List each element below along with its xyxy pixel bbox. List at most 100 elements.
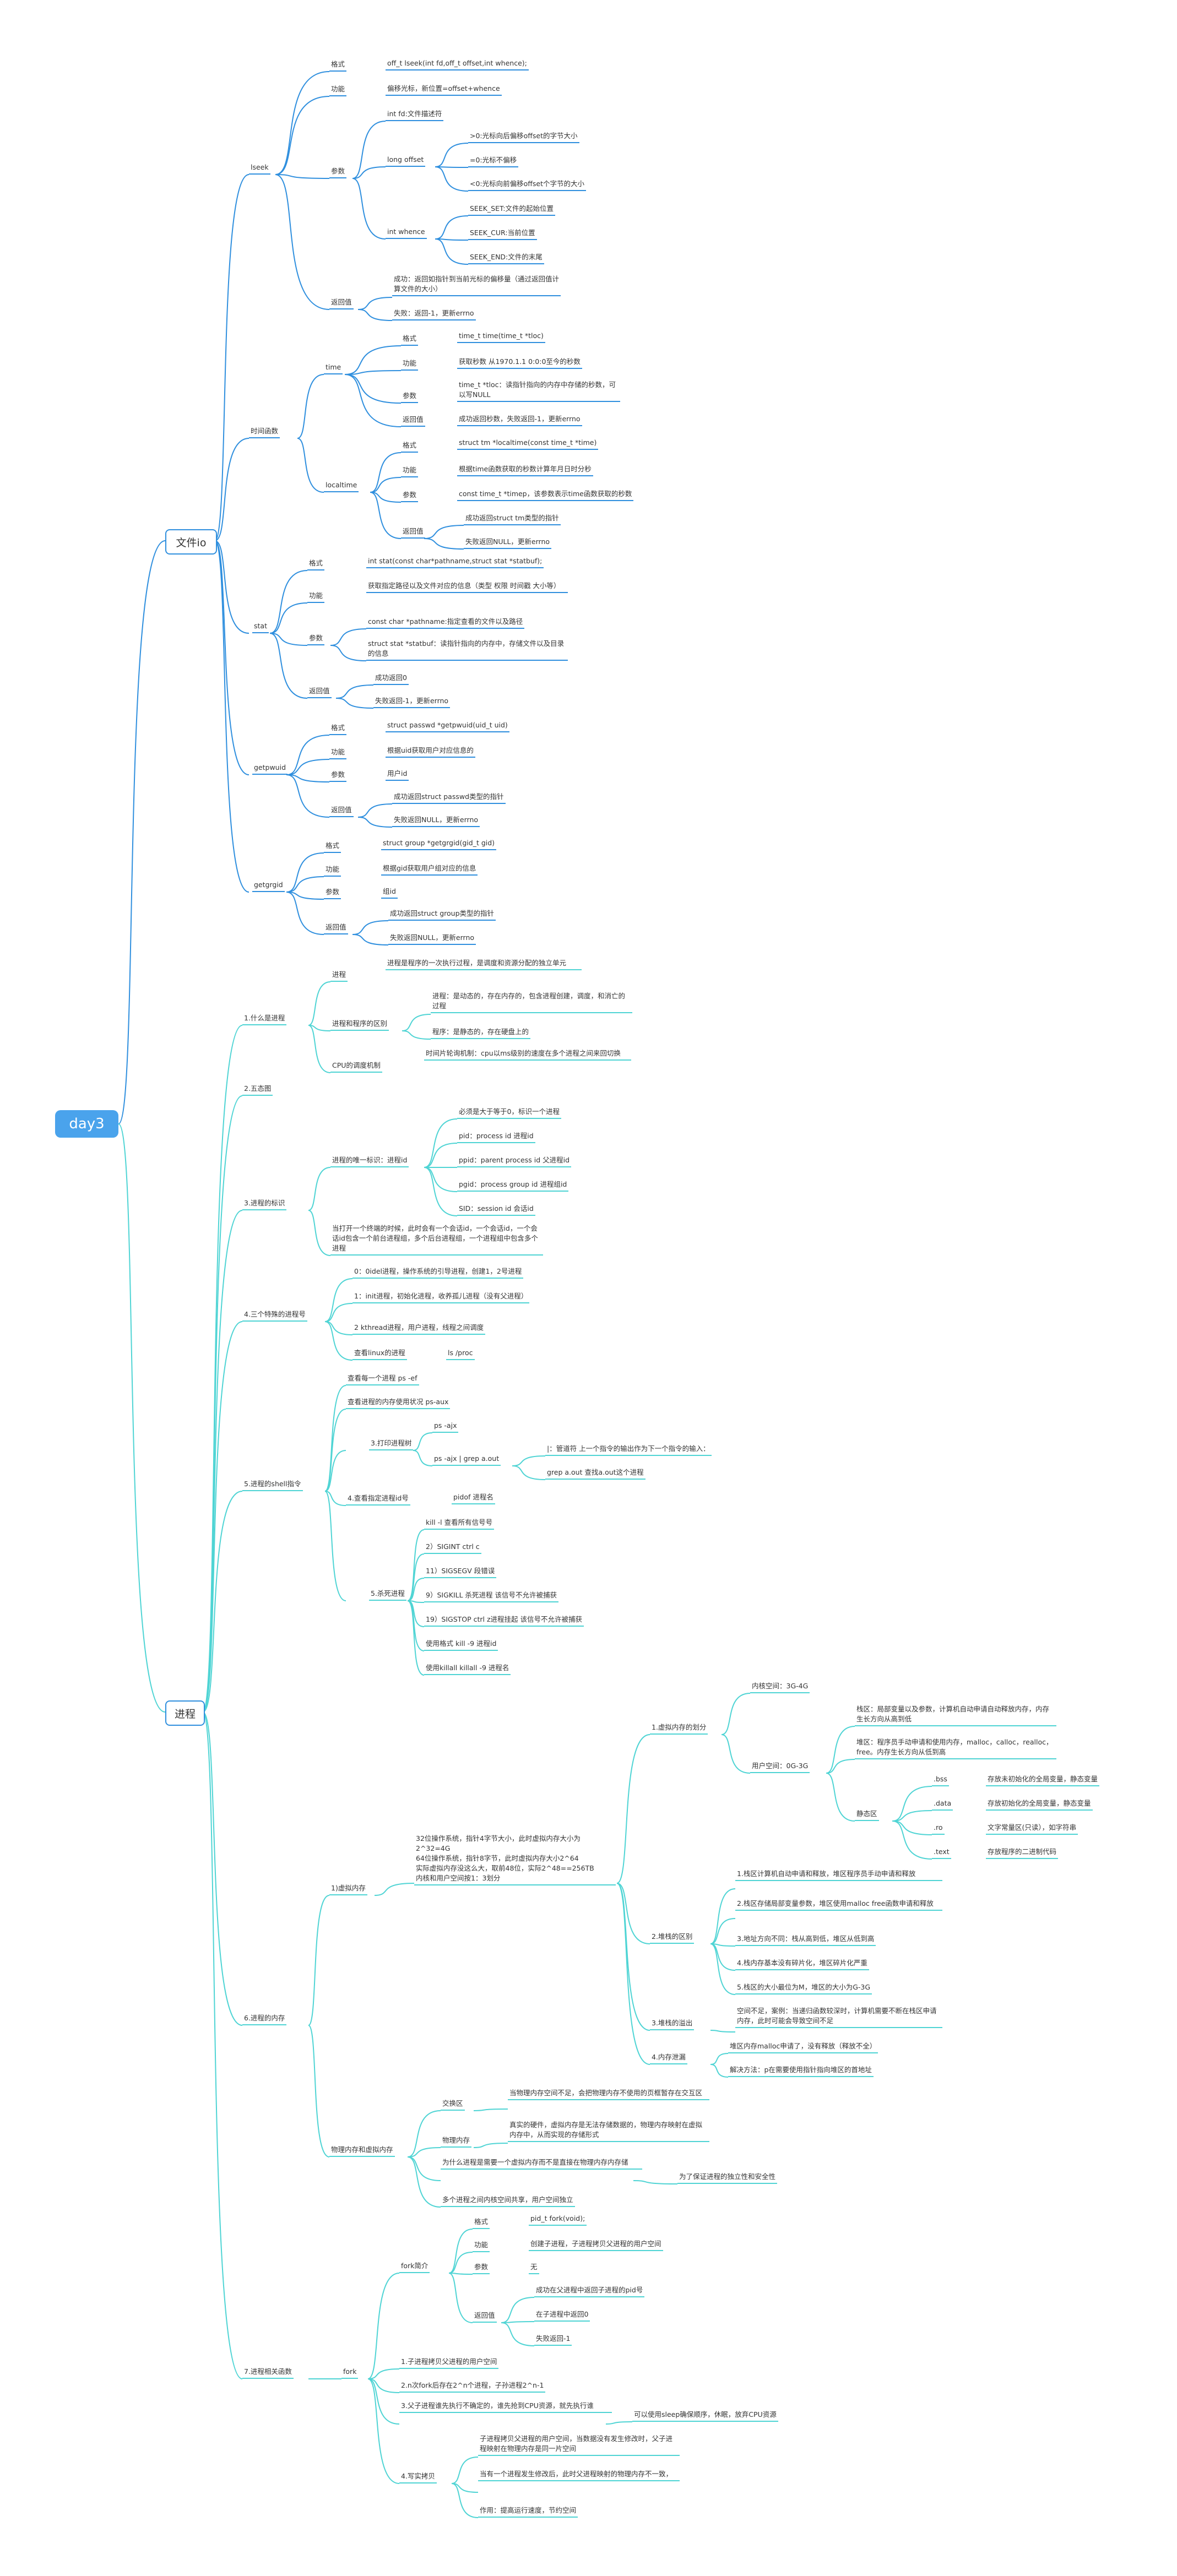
s6-static-label[interactable]: 静态区 — [855, 1809, 879, 1821]
s6-user-label[interactable]: 用户空间：0G-3G — [750, 1761, 810, 1773]
s1-cpu-label[interactable]: CPU的调度机制 — [330, 1061, 382, 1073]
s7-ret-label[interactable]: 返回值 — [473, 2311, 497, 2323]
connector-line — [435, 238, 469, 241]
connector-line — [324, 1321, 353, 1335]
s6-phys-virt-label[interactable]: 物理内存和虚拟内存 — [329, 2145, 395, 2157]
s2-five-state[interactable]: 2.五态图 — [242, 1084, 273, 1096]
connector-line — [324, 1321, 353, 1361]
time-func-label[interactable]: 功能 — [401, 358, 419, 371]
connector-line — [826, 1726, 855, 1774]
localtime-ret-label[interactable]: 返回值 — [401, 526, 425, 539]
getgrgid-func-label[interactable]: 功能 — [324, 865, 341, 877]
s6-phys-label[interactable]: 物理内存 — [441, 2135, 472, 2148]
topic-time-funcs[interactable]: 时间函数 — [249, 426, 280, 438]
topic-stat[interactable]: stat — [252, 621, 269, 633]
s6-sh-item: 5.栈区的大小最位为M，堆区的大小为G-3G — [735, 1982, 872, 1995]
s6-swap-label[interactable]: 交换区 — [441, 2099, 465, 2111]
connector-line — [367, 2368, 400, 2379]
s4-view-label[interactable]: 查看linux的进程 — [352, 1348, 407, 1360]
lseek-ret-ok: 成功：返回如指针到当前光标的偏移量（通过返回值计算文件的大小） — [392, 274, 561, 296]
s1-cpu: 时间片轮询机制：cpu以ms级别的速度在多个进程之间来回切换 — [424, 1048, 631, 1061]
lseek-ret-label[interactable]: 返回值 — [329, 297, 354, 309]
s4-item: 2 kthread进程，用户进程，线程之间调度 — [352, 1323, 486, 1335]
connector-line — [214, 540, 249, 775]
s6-ro-value: 文字常量区(只读），如字符串 — [986, 1823, 1078, 1835]
getpwuid-ret-label[interactable]: 返回值 — [329, 805, 354, 817]
time-ret-label[interactable]: 返回值 — [401, 415, 425, 427]
s7-param-label[interactable]: 参数 — [473, 2262, 490, 2274]
topic-getpwuid[interactable]: getpwuid — [252, 763, 288, 775]
lseek-param-offset[interactable]: long offset — [386, 155, 426, 167]
localtime-param-label[interactable]: 参数 — [401, 490, 419, 502]
s5-kill-label[interactable]: 5.杀死进程 — [369, 1589, 406, 1601]
localtime-func-label[interactable]: 功能 — [401, 465, 419, 477]
s5-tree-label[interactable]: 3.打印进程树 — [369, 1438, 414, 1450]
connector-line — [892, 1820, 932, 1860]
time-format-label[interactable]: 格式 — [401, 334, 419, 346]
s6-leak-2: 解决方法：p在需要使用指针指向堆区的首地址 — [728, 2065, 874, 2077]
connector-line — [269, 633, 308, 646]
s5-shell-commands[interactable]: 5.进程的shell指令 — [242, 1479, 303, 1491]
topic-localtime[interactable]: localtime — [324, 480, 359, 492]
lseek-func-label[interactable]: 功能 — [329, 84, 347, 96]
s7-cow-label[interactable]: 4.写实拷贝 — [399, 2471, 437, 2483]
localtime-format-label[interactable]: 格式 — [401, 441, 419, 453]
stat-ret-label[interactable]: 返回值 — [307, 686, 332, 698]
lseek-param-label[interactable]: 参数 — [329, 166, 347, 178]
s6-why[interactable]: 为什么进程是需要一个虚拟内存而不是直接在物理内存内存储 — [441, 2157, 642, 2170]
topic-time[interactable]: time — [324, 362, 343, 374]
getpwuid-param-label[interactable]: 参数 — [329, 770, 347, 782]
connector-line — [448, 2252, 473, 2274]
connector-line — [374, 1883, 415, 1896]
s6-overflow-label[interactable]: 3.堆栈的溢出 — [650, 2018, 695, 2030]
branch-process[interactable]: 进程 — [165, 1700, 205, 1726]
getgrgid-ret-label[interactable]: 返回值 — [324, 922, 348, 934]
s6-stack-heap-label[interactable]: 2.堆栈的区别 — [650, 1932, 695, 1944]
lseek-param-whence[interactable]: int whence — [386, 227, 427, 239]
connector-line — [324, 1303, 353, 1322]
s6-vm-label[interactable]: 1)虚拟内存 — [329, 1883, 367, 1895]
lseek-format-label[interactable]: 格式 — [329, 59, 347, 72]
s3-id: pgid：process group id 进程组id — [457, 1180, 569, 1192]
connector-line — [407, 1600, 425, 1676]
s3-process-id[interactable]: 3.进程的标识 — [242, 1198, 287, 1210]
getgrgid-format-label[interactable]: 格式 — [324, 841, 341, 853]
connector-line — [286, 759, 330, 775]
stat-format-label[interactable]: 格式 — [307, 558, 325, 570]
s6-leak-label[interactable]: 4.内存泄漏 — [650, 2052, 687, 2064]
getgrgid-param-label[interactable]: 参数 — [324, 887, 341, 899]
time-param-label[interactable]: 参数 — [401, 391, 419, 403]
s7-fork-intro[interactable]: fork简介 — [399, 2261, 430, 2273]
s1-diff-label[interactable]: 进程和程序的区别 — [330, 1019, 389, 1031]
s7-format-label[interactable]: 格式 — [473, 2217, 490, 2229]
stat-func-label[interactable]: 功能 — [307, 591, 325, 603]
s4-special-pids[interactable]: 4.三个特殊的进程号 — [242, 1309, 307, 1322]
branch-file-io[interactable]: 文件io — [165, 529, 217, 555]
lseek-func: 偏移光标，新位置=offset+whence — [386, 84, 502, 96]
s7-param: 无 — [529, 2262, 539, 2274]
s1-what-is-process[interactable]: 1.什么是进程 — [242, 1013, 287, 1025]
s7-fact-3[interactable]: 3.父子进程谁先执行不确定的，谁先抢到CPU资源，就先执行谁 — [399, 2401, 612, 2413]
getpwuid-func-label[interactable]: 功能 — [329, 747, 347, 759]
getpwuid-format: struct passwd *getpwuid(uid_t uid) — [386, 720, 509, 732]
s5-pidof-label[interactable]: 4.查看指定进程id号 — [346, 1493, 410, 1506]
s7-process-funcs[interactable]: 7.进程相关函数 — [242, 2367, 294, 2379]
topic-getgrgid[interactable]: getgrgid — [252, 880, 285, 892]
s3-id-label[interactable]: 进程的唯一标识：进程id — [330, 1155, 409, 1167]
root-node[interactable]: day3 — [55, 1110, 118, 1138]
connector-line — [286, 774, 330, 782]
stat-param-2: struct stat *statbuf：读指针指向的内存中，存储文件以及目录的… — [366, 639, 568, 661]
s5-kill-item: 9）SIGKILL 杀死进程 该信号不允许被捕获 — [424, 1590, 559, 1602]
s6-div-label[interactable]: 1.虚拟内存的划分 — [650, 1722, 708, 1735]
getpwuid-format-label[interactable]: 格式 — [329, 723, 347, 735]
connector-line — [330, 628, 367, 646]
topic-lseek[interactable]: lseek — [249, 162, 270, 175]
stat-param-label[interactable]: 参数 — [307, 633, 325, 645]
connector-line — [214, 540, 249, 634]
stat-format: int stat(const char*pathname,struct stat… — [366, 556, 544, 568]
s6-process-memory[interactable]: 6.进程的内存 — [242, 2013, 287, 2025]
s1-process-label[interactable]: 进程 — [330, 970, 348, 982]
s7-func-label[interactable]: 功能 — [473, 2240, 490, 2252]
s7-fork[interactable]: fork — [341, 2367, 359, 2379]
connector-line — [512, 1455, 546, 1466]
